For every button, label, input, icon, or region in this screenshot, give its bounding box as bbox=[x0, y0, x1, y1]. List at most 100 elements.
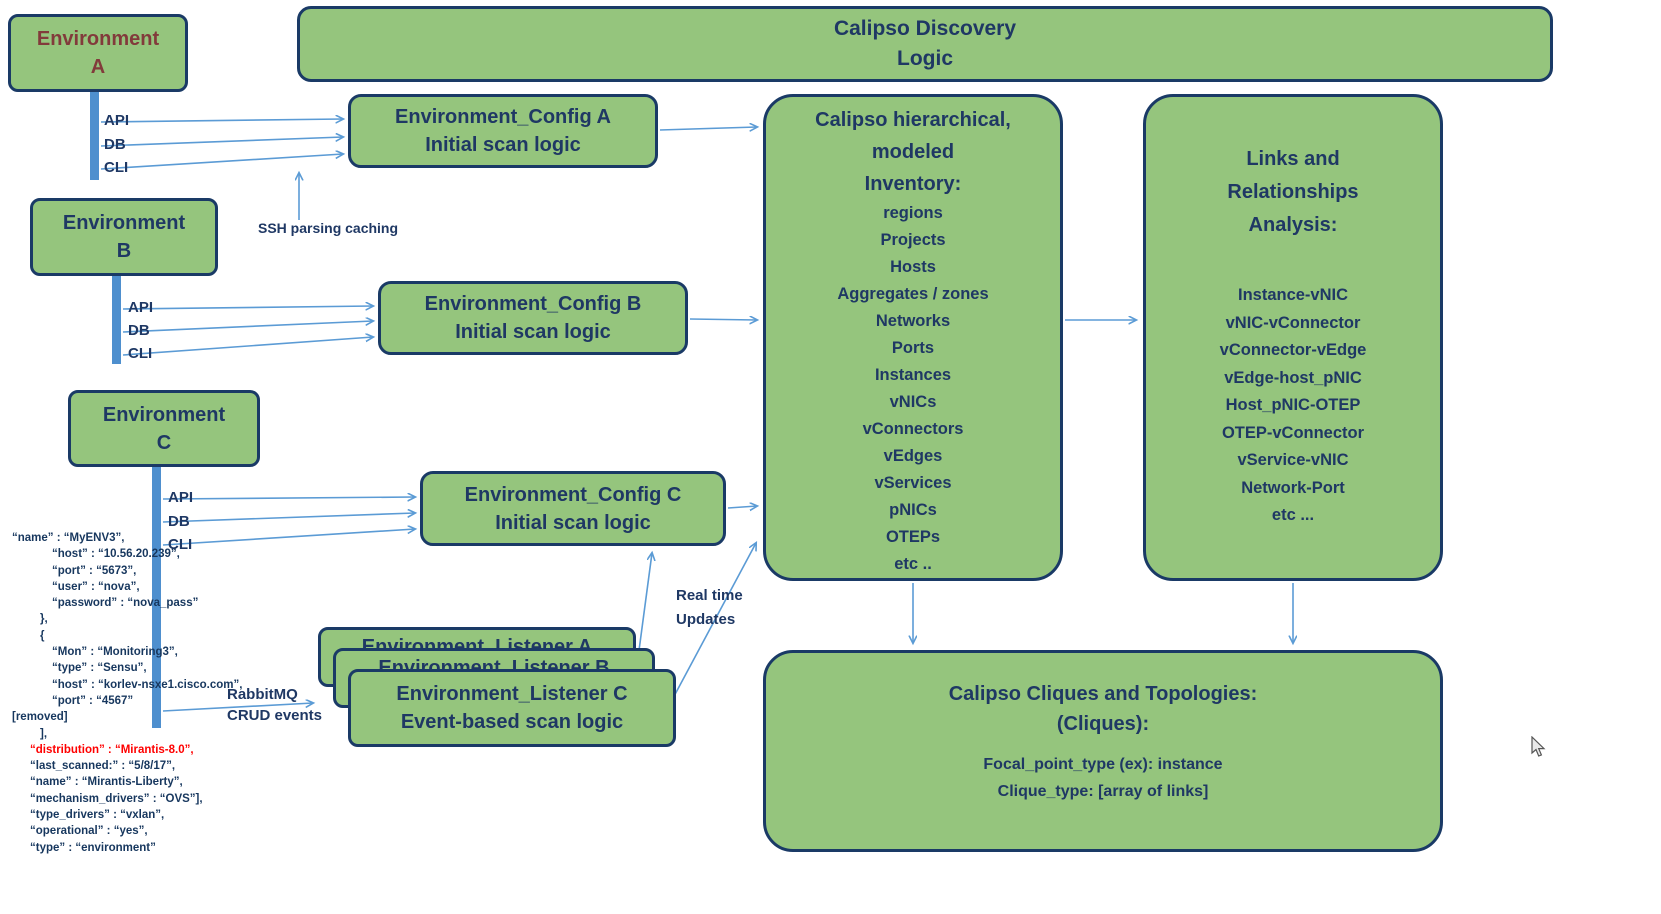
realtime-label-line2: Updates bbox=[676, 611, 736, 628]
rabbitmq-crud-events-label: RabbitMQ CRUD events bbox=[227, 684, 322, 726]
json-line: “port” : “4567” bbox=[52, 694, 134, 707]
environment-a-box: Environment A bbox=[8, 14, 188, 92]
links-item: vEdge-host_pNIC bbox=[1224, 368, 1362, 387]
environment-c-label-line2: C bbox=[156, 431, 172, 454]
config-c-title: Environment_Config C bbox=[464, 483, 682, 506]
arrow-env-a-api bbox=[100, 119, 343, 122]
config-b-box: Environment_Config B Initial scan logic bbox=[378, 281, 688, 355]
json-line: “type” : “environment” bbox=[30, 841, 156, 854]
arrow-env-b-db bbox=[122, 321, 373, 333]
config-a-box: Environment_Config A Initial scan logic bbox=[348, 94, 658, 168]
inventory-item: vEdges bbox=[883, 447, 943, 465]
env-c-api-label: API bbox=[168, 489, 194, 506]
arrow-config-a-to-inventory bbox=[659, 127, 757, 130]
inventory-item: OTEPs bbox=[885, 528, 941, 546]
env-b-db-label: DB bbox=[128, 322, 150, 339]
config-c-box: Environment_Config C Initial scan logic bbox=[420, 471, 726, 546]
links-item: vNIC-vConnector bbox=[1225, 313, 1361, 332]
cliques-subtitle: (Cliques): bbox=[1056, 713, 1150, 735]
env-b-api-label: API bbox=[128, 299, 154, 316]
inventory-item: Ports bbox=[891, 339, 935, 357]
banner-title-line2: Logic bbox=[897, 47, 953, 70]
inventory-item: Aggregates / zones bbox=[837, 285, 989, 303]
inventory-title-line3: Inventory: bbox=[864, 173, 962, 195]
config-a-subtitle: Initial scan logic bbox=[425, 134, 581, 156]
environment-b-label-line2: B bbox=[116, 240, 132, 262]
json-line: “Mon” : “Monitoring3”, bbox=[52, 646, 178, 659]
links-item: vConnector-vEdge bbox=[1219, 341, 1367, 359]
env-c-db-label: DB bbox=[168, 513, 190, 530]
json-line: }, bbox=[40, 613, 48, 626]
links-analysis-box: Links and Relationships Analysis: Instan… bbox=[1143, 94, 1443, 581]
inventory-item: etc .. bbox=[894, 555, 932, 573]
json-line: { bbox=[40, 629, 45, 642]
cliques-focal-point-line: Focal_point_type (ex): instance bbox=[983, 756, 1223, 773]
environment-b-box: Environment B bbox=[30, 198, 218, 276]
json-line: “last_scanned:” : “5/8/17”, bbox=[30, 760, 176, 773]
links-item: Instance-vNIC bbox=[1237, 286, 1349, 304]
env-a-cli-label: CLI bbox=[104, 159, 129, 176]
arrow-env-b-cli bbox=[122, 337, 373, 356]
config-a-title: Environment_Config A bbox=[395, 106, 611, 128]
lifeline-env-a bbox=[90, 92, 99, 180]
listener-c-box: Environment_Listener C Event-based scan … bbox=[348, 669, 676, 747]
inventory-item: pNICs bbox=[889, 501, 937, 519]
inventory-item: regions bbox=[883, 204, 943, 222]
links-item: OTEP-vConnector bbox=[1221, 423, 1365, 442]
rabbitmq-label-line1: RabbitMQ bbox=[227, 686, 298, 703]
arrow-config-b-to-inventory bbox=[689, 319, 757, 320]
environment-config-json-snippet: “name” : “MyENV3”, “host” : “10.56.20.23… bbox=[8, 530, 378, 856]
json-line: “mechanism_drivers” : “OVS”], bbox=[30, 792, 203, 805]
json-line: “operational” : “yes”, bbox=[30, 825, 148, 838]
arrow-config-c-to-inventory bbox=[727, 506, 757, 508]
ssh-parsing-caching-label: SSH parsing caching bbox=[258, 220, 399, 236]
config-b-title: Environment_Config B bbox=[424, 293, 642, 315]
arrow-env-c-db bbox=[162, 513, 415, 523]
env-a-api-label: API bbox=[104, 112, 130, 129]
json-line: “password” : “nova_pass” bbox=[52, 597, 199, 610]
config-c-subtitle: Initial scan logic bbox=[495, 511, 651, 534]
inventory-box: Calipso hierarchical, modeled Inventory:… bbox=[763, 94, 1063, 581]
arrow-env-a-cli bbox=[100, 154, 343, 170]
arrow-env-a-db bbox=[100, 137, 343, 147]
cliques-clique-type-line: Clique_type: [array of links] bbox=[997, 783, 1209, 800]
real-time-updates-label: Real time Updates bbox=[676, 584, 743, 632]
json-line: “type” : “Sensu”, bbox=[52, 662, 147, 675]
json-line: “host” : “10.56.20.239”, bbox=[52, 548, 180, 561]
links-item: Host_pNIC-OTEP bbox=[1225, 396, 1361, 414]
arrow-env-b-api bbox=[122, 306, 373, 309]
links-item: vService-vNIC bbox=[1237, 451, 1349, 469]
json-line: ], bbox=[40, 727, 48, 740]
environment-b-label-line1: Environment bbox=[62, 212, 186, 234]
json-line: “host” : “korlev-nsxe1.cisco.com”, bbox=[52, 678, 243, 691]
environment-a-label-line1: Environment bbox=[36, 28, 160, 50]
json-line: “name” : “Mirantis-Liberty”, bbox=[30, 776, 183, 789]
env-c-cli-label: CLI bbox=[168, 536, 193, 553]
links-title-line1: Links and bbox=[1246, 148, 1340, 170]
cliques-title: Calipso Cliques and Topologies: bbox=[948, 683, 1258, 705]
lifeline-env-b bbox=[112, 276, 121, 364]
json-line: [removed] bbox=[12, 711, 68, 724]
links-item: Network-Port bbox=[1241, 478, 1345, 497]
json-line: “type_drivers” : “vxlan”, bbox=[30, 809, 165, 822]
listener-c-subtitle: Event-based scan logic bbox=[400, 711, 624, 733]
env-a-db-label: DB bbox=[104, 136, 126, 153]
inventory-item: vConnectors bbox=[862, 420, 964, 438]
environment-c-box: Environment C bbox=[68, 390, 260, 467]
title-banner: Calipso Discovery Logic bbox=[297, 6, 1553, 82]
inventory-item: Hosts bbox=[890, 258, 936, 276]
links-title-line3: Analysis: bbox=[1248, 214, 1338, 236]
listener-c-title: Environment_Listener C bbox=[396, 683, 628, 705]
inventory-item: Instances bbox=[874, 366, 952, 384]
json-line-distribution-highlight: “distribution” : “Mirantis-8.0”, bbox=[30, 743, 194, 756]
arrow-env-c-api bbox=[162, 497, 415, 499]
inventory-title-line2: modeled bbox=[871, 141, 955, 163]
inventory-item: Networks bbox=[875, 312, 951, 330]
rabbitmq-label-line2: CRUD events bbox=[227, 707, 323, 724]
json-line: “user” : “nova”, bbox=[52, 580, 140, 593]
inventory-item: vNICs bbox=[889, 393, 937, 411]
banner-title-line1: Calipso Discovery bbox=[833, 17, 1017, 40]
links-title-line2: Relationships bbox=[1227, 181, 1359, 203]
environment-c-label-line1: Environment bbox=[102, 403, 226, 426]
